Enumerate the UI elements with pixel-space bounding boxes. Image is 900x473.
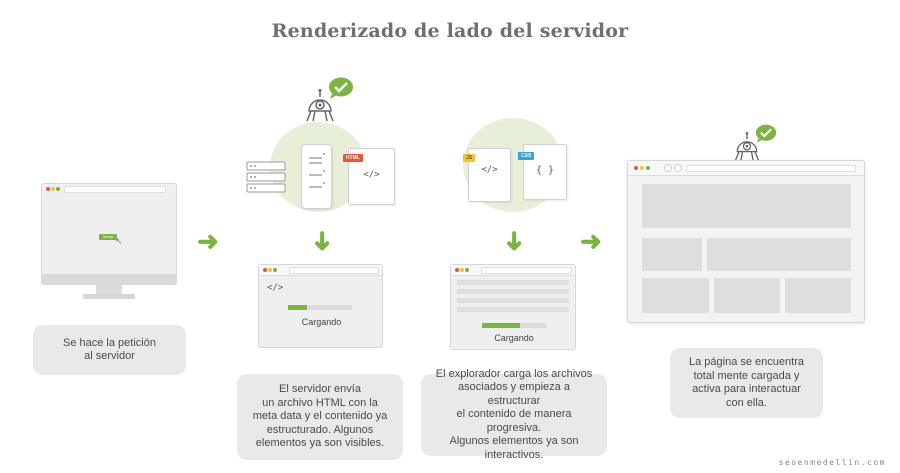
html-tag: HTML: [343, 154, 363, 162]
content-block: [642, 184, 851, 228]
code-symbol: </>: [267, 283, 284, 293]
browser-loading-step3: Cargando: [450, 264, 576, 350]
brace-symbol: { }: [535, 165, 555, 176]
arrow-right-icon: ➜: [580, 226, 602, 256]
arrow-right-icon: ➜: [197, 226, 219, 256]
callout-step1: Se hace la petición al servidor: [33, 325, 186, 375]
content-block: [785, 278, 851, 313]
content-line: [457, 307, 569, 312]
arrow-down-icon: ➜: [307, 230, 338, 252]
code-symbol: </>: [363, 170, 380, 180]
callout-step4: La página se encuentra total mente carga…: [670, 348, 823, 418]
content-line: [457, 289, 569, 294]
robot-icon: [732, 132, 762, 169]
loading-label: Cargando: [301, 317, 342, 327]
html-file-card: HTML </>: [343, 148, 395, 205]
diagram-title: Renderizado de lado del servidor: [271, 20, 629, 42]
js-file-card: JS </>: [463, 148, 511, 202]
footer-credit: seoenmedellin.com: [778, 458, 886, 467]
server-tower-icon: [301, 144, 332, 209]
setup-button[interactable]: Setup: [99, 234, 117, 240]
browser-loading-step2: </> Cargando: [258, 264, 383, 348]
progress-bar: [482, 323, 546, 328]
cursor-icon: ↖: [115, 236, 123, 246]
callout-step3: El explorador carga los archivos asociad…: [421, 368, 607, 461]
js-tag: JS: [463, 154, 476, 162]
progress-bar: [288, 305, 352, 310]
forward-icon[interactable]: [674, 164, 682, 172]
monitor: Setup ↖: [41, 183, 177, 299]
content-line: [457, 280, 569, 285]
content-block: [642, 238, 702, 271]
monitor-stand: [96, 285, 122, 295]
check-bubble-icon: [755, 124, 777, 148]
address-bar[interactable]: [686, 165, 856, 172]
robot-icon: [303, 89, 337, 130]
content-line: [457, 298, 569, 303]
browser-loaded: [627, 160, 865, 323]
monitor-base: [83, 294, 135, 299]
arrow-down-icon: ➜: [499, 230, 530, 252]
content-block: [642, 278, 709, 313]
back-icon[interactable]: [664, 164, 672, 172]
check-bubble-icon: [328, 77, 354, 104]
css-file-card: CSS { }: [518, 144, 567, 200]
css-tag: CSS: [518, 152, 535, 160]
code-symbol: </>: [481, 165, 498, 175]
content-block: [714, 278, 780, 313]
server-rack-icon: [246, 161, 288, 200]
loading-label: Cargando: [494, 333, 534, 343]
content-block: [707, 238, 851, 271]
callout-step2: El servidor envía un archivo HTML con la…: [237, 374, 403, 460]
